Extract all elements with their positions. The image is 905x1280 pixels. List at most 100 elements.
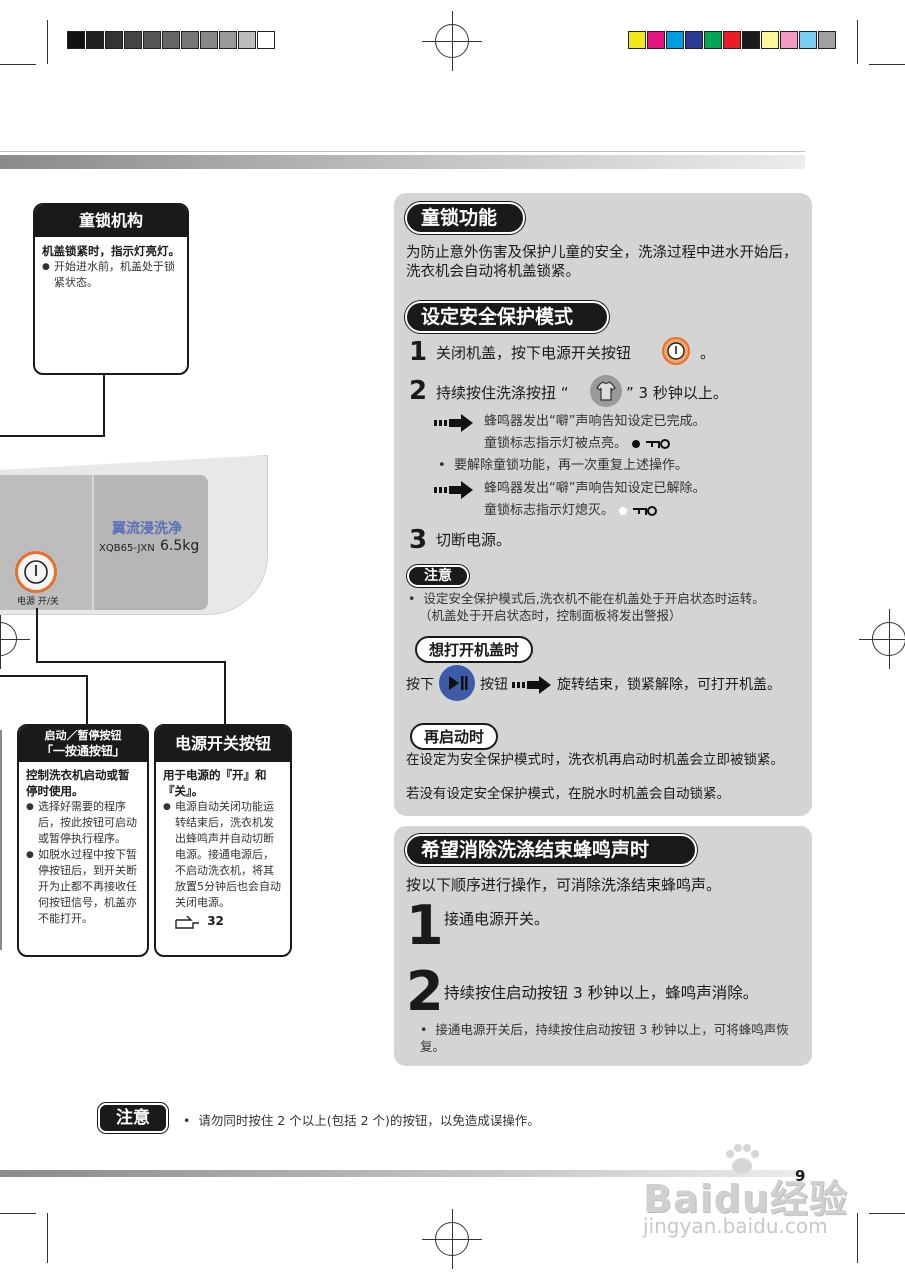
- callout-leader-line: [224, 661, 226, 725]
- result-line: 蜂鸣器发出“噼”声响告知设定已解除。: [484, 481, 706, 496]
- step-text-before: 持续按住洗涤按扭 “: [436, 384, 569, 402]
- calibration-swatch: [628, 31, 646, 49]
- child-lock-intro: 为防止意外伤害及保护儿童的安全，洗涤过程中进水开始后，洗衣机会自动将机盖锁紧。: [406, 245, 798, 280]
- model-label: XQB65-JXN: [99, 543, 155, 554]
- callout-leader-line: [86, 675, 88, 725]
- capacity-label: 6.5kg: [160, 538, 200, 554]
- calibration-swatch: [162, 31, 180, 49]
- start-pause-callout-subtitle: 「一按通按钮」: [40, 744, 125, 758]
- note-line: 设定安全保护模式后,洗衣机不能在机盖处于开启状态时运转。: [423, 591, 765, 606]
- calibration-swatch: [666, 31, 684, 49]
- calibration-swatch: [219, 31, 237, 49]
- dashed-arrow-icon: [434, 481, 473, 499]
- callout-leader-line: [36, 661, 226, 663]
- cancel-bullet: • 要解除童锁功能，再一次重复上述操作。: [438, 458, 688, 473]
- step-text: 持续按住启动按钮 3 秒钟以上，蜂鸣声消除。: [444, 984, 759, 1002]
- power-button[interactable]: [15, 551, 57, 593]
- calibration-swatch: [742, 31, 760, 49]
- calibration-swatch: [257, 31, 275, 49]
- result-line-text: 童锁标志指示灯被点亮。: [484, 436, 628, 451]
- registration-mark-bottom: [422, 1209, 482, 1269]
- note-text: • 设定安全保护模式后,洗衣机不能在机盖处于开启状态时运转。: [408, 591, 765, 606]
- open-lid-button: 按钮: [480, 677, 508, 693]
- child-lock-title: 童锁功能: [405, 202, 525, 234]
- calibration-swatch: [799, 31, 817, 49]
- start-pause-callout-title: 启动／暂停按钮: [44, 729, 122, 742]
- callout-leader-line: [0, 435, 105, 437]
- note-line: （机盖处于开启状态时，控制面板将发出警报）: [419, 608, 682, 623]
- bottom-note-text-body: 请勿同时按住 2 个以上(包括 2 个)的按钮，以免造成误操作。: [198, 1113, 540, 1128]
- open-lid-press: 按下: [406, 677, 434, 693]
- bottom-note-text: • 请勿同时按住 2 个以上(包括 2 个)的按钮，以免造成误操作。: [183, 1113, 540, 1128]
- brand-label: 翼流浸洗净: [112, 521, 182, 537]
- step-text: 切断电源。: [436, 531, 512, 549]
- calibration-swatch: [647, 31, 665, 49]
- calibration-swatch: [685, 31, 703, 49]
- calibration-swatch: [723, 31, 741, 49]
- open-lid-result: 旋转结束，锁紧解除，可打开机盖。: [557, 677, 781, 693]
- beep-intro: 按以下顺序进行操作，可消除洗涤结束蜂鸣声。: [406, 876, 722, 894]
- dashed-arrow-icon: [434, 414, 473, 432]
- pointing-hand-icon: [175, 915, 199, 929]
- start-pause-callout-lead: 控制洗衣机启动或暂停时使用。: [26, 768, 130, 798]
- result-line: 蜂鸣器发出“噼”声响告知设定已完成。: [484, 414, 706, 429]
- calibration-swatch: [818, 31, 836, 49]
- step-text: 关闭机盖，按下电源开关按钮: [436, 342, 631, 363]
- restart-line: 在设定为安全保护模式时，洗衣机再启动时机盖会立即被锁紧。: [406, 752, 784, 768]
- child-lock-callout-title: 童锁机构: [35, 205, 187, 237]
- edge-mark: [0, 730, 2, 950]
- wash-button-icon: [590, 375, 622, 407]
- watermark-logo: Baidu经验: [643, 1177, 848, 1221]
- restart-title: 再启动时: [410, 723, 499, 750]
- start-pause-callout-bullet: 选择好需要的程序后，按此按钮可启动或暂停执行程序。: [26, 799, 140, 847]
- beep-bullet-text: 接通电源开关后，持续按住启动按钮 3 秒钟以上，可将蜂鸣声恢复。: [420, 1022, 789, 1054]
- power-switch-callout: 电源开关按钮 用于电源的『开』和『关』。 电源自动关闭功能运转结束后，洗衣机发出…: [154, 724, 292, 957]
- step-number: 3: [409, 525, 428, 555]
- registration-mark-right: [859, 609, 905, 669]
- calibration-swatch: [86, 31, 104, 49]
- beep-title: 希望消除洗涤结束蜂鸣声时: [405, 834, 697, 866]
- calibration-swatch: [105, 31, 123, 49]
- power-switch-callout-lead: 用于电源的『开』和『关』。: [163, 768, 267, 798]
- restart-line: 若没有设定安全保护模式，在脱水时机盖会自动锁紧。: [406, 786, 730, 802]
- registration-mark-top: [422, 11, 482, 71]
- step-number: 2: [409, 376, 428, 406]
- result-line-text: 童锁标志指示灯熄灭。: [484, 503, 615, 518]
- calibration-swatch: [200, 31, 218, 49]
- callout-leader-line: [36, 608, 38, 663]
- play-pause-icon: [449, 676, 468, 690]
- power-switch-callout-bullet: 电源自动关闭功能运转结束后，洗衣机发出蜂鸣声并自动切断电源。接通电源后，不启动洗…: [163, 799, 283, 911]
- dashed-arrow-icon: [512, 676, 551, 694]
- page-reference[interactable]: 32: [207, 914, 224, 928]
- step-number: 1: [406, 894, 444, 957]
- step-number: 2: [406, 960, 444, 1023]
- step-text: 接通电源开关。: [444, 910, 550, 928]
- callout-leader-line: [0, 675, 88, 677]
- control-panel-display: [92, 475, 208, 610]
- footer-rule: [0, 1170, 805, 1177]
- calibration-swatch: [67, 31, 85, 49]
- lock-indicator-off-icon: [619, 505, 658, 516]
- step-text-after: ” 3 秒钟以上。: [626, 384, 728, 402]
- calibration-swatch: [780, 31, 798, 49]
- power-button-label: 电源 开/关: [17, 597, 59, 607]
- step-number: 1: [409, 337, 428, 367]
- calibration-swatch: [704, 31, 722, 49]
- child-lock-panel: [394, 193, 812, 816]
- shirt-icon: [596, 381, 616, 401]
- beep-panel: [394, 826, 812, 1066]
- paw-icon: [726, 1144, 759, 1174]
- registration-mark-left: [0, 609, 30, 669]
- result-line: 童锁标志指示灯熄灭。: [484, 501, 660, 521]
- power-icon: [667, 342, 685, 360]
- calibration-swatch: [143, 31, 161, 49]
- watermark-url: jingyan.baidu.com: [643, 1214, 828, 1238]
- open-lid-title: 想打开机盖时: [415, 636, 534, 663]
- step-text-before: 关闭机盖，按下电源开关按钮: [436, 344, 632, 362]
- safety-mode-title: 设定安全保护模式: [405, 301, 609, 333]
- cancel-bullet-text: 要解除童锁功能，再一次重复上述操作。: [453, 458, 688, 473]
- start-pause-button-icon: [439, 665, 475, 701]
- page-number: 9: [795, 1167, 806, 1185]
- bottom-note-label: 注意: [98, 1103, 168, 1133]
- header-rule: [0, 151, 805, 169]
